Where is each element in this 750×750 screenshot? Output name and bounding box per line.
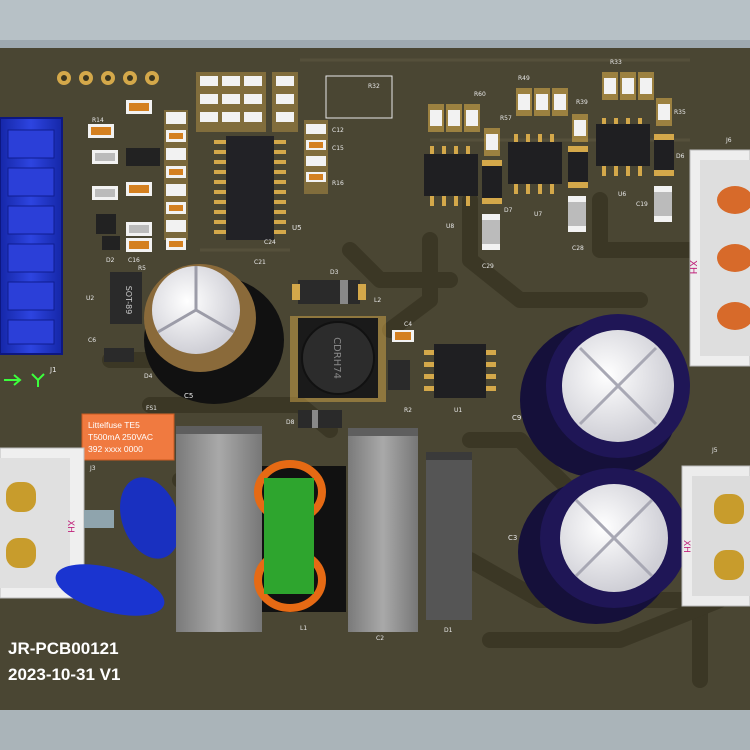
label-c6: C6 bbox=[88, 337, 96, 344]
label-c12: C12 bbox=[332, 127, 344, 134]
label-d6: D6 bbox=[676, 153, 685, 160]
regulator-u2: SOT-89 bbox=[110, 272, 142, 324]
label-c2: C2 bbox=[376, 635, 384, 642]
label-l1: L1 bbox=[300, 625, 307, 632]
label-c21: C21 bbox=[254, 259, 266, 266]
label-r14: R14 bbox=[92, 117, 104, 124]
x-capacitor-c2 bbox=[348, 428, 418, 632]
smd-resistor-array bbox=[196, 72, 298, 132]
silk-box-r32 bbox=[325, 75, 393, 119]
label-r49: R49 bbox=[518, 75, 530, 82]
regulator-marking: SOT-89 bbox=[124, 286, 133, 315]
fuse-line3: 392 xxxx 0000 bbox=[88, 444, 143, 454]
smd-column-r bbox=[164, 110, 188, 250]
label-c3: C3 bbox=[508, 534, 517, 542]
label-d7: D7 bbox=[504, 207, 513, 214]
label-c9: C9 bbox=[512, 414, 521, 422]
inductor-marking: CDRH74 bbox=[331, 337, 342, 379]
ic-u1 bbox=[424, 344, 496, 398]
inductor-l2: CDRH74 bbox=[290, 316, 386, 402]
fuse-fs1: Littelfuse TE5 T500mA 250VAC 392 xxxx 00… bbox=[81, 413, 175, 461]
connector-j5: XH bbox=[681, 465, 750, 607]
label-u1: U1 bbox=[454, 407, 462, 414]
ic-u7 bbox=[508, 134, 562, 194]
label-d4: D4 bbox=[144, 373, 153, 380]
label-c29: C29 bbox=[482, 263, 494, 270]
pin-one-arrow-icon bbox=[4, 373, 45, 387]
ic-u5 bbox=[214, 136, 286, 240]
label-r57: R57 bbox=[500, 115, 512, 122]
bridge-rectifier-d1 bbox=[426, 452, 472, 620]
ic-u6 bbox=[596, 118, 650, 176]
board-id-label: JR-PCB00121 bbox=[8, 639, 119, 658]
fuse-line1: Littelfuse TE5 bbox=[88, 420, 140, 430]
electrolytic-cap-c5 bbox=[144, 264, 284, 404]
smd-top-right bbox=[428, 72, 672, 156]
svg-text:XH: XH bbox=[681, 540, 691, 553]
label-c19: C19 bbox=[636, 201, 648, 208]
label-d8: D8 bbox=[286, 419, 295, 426]
label-r2: R2 bbox=[404, 407, 412, 414]
label-j5: J5 bbox=[711, 447, 718, 454]
connector-j1 bbox=[0, 117, 63, 355]
label-j1: J1 bbox=[49, 366, 57, 374]
label-c24: C24 bbox=[264, 239, 276, 246]
label-d2: D2 bbox=[106, 257, 115, 264]
diode-d3 bbox=[292, 280, 366, 304]
label-u7: U7 bbox=[534, 211, 542, 218]
common-mode-choke-left bbox=[176, 426, 262, 632]
diode-small bbox=[104, 348, 134, 362]
label-r35: R35 bbox=[674, 109, 686, 116]
resistor-r2 bbox=[388, 360, 410, 390]
connector-j6: XH bbox=[687, 149, 750, 367]
smd-column-c bbox=[304, 120, 328, 194]
smd-cluster-left bbox=[88, 100, 160, 252]
label-r16: R16 bbox=[332, 180, 344, 187]
label-c15: C15 bbox=[332, 145, 344, 152]
label-j6: J6 bbox=[725, 137, 732, 144]
label-u5: U5 bbox=[292, 224, 302, 232]
svg-text:XH: XH bbox=[65, 520, 75, 533]
label-r60: R60 bbox=[474, 91, 486, 98]
label-d1: D1 bbox=[444, 627, 453, 634]
label-fs1: FS1 bbox=[146, 405, 157, 412]
header-pads bbox=[57, 71, 159, 85]
label-c4: C4 bbox=[404, 321, 412, 328]
label-r33: R33 bbox=[610, 59, 622, 66]
diode-d8 bbox=[298, 410, 342, 428]
label-u8: U8 bbox=[446, 223, 454, 230]
label-u6: U6 bbox=[618, 191, 626, 198]
ic-u8 bbox=[424, 146, 478, 206]
electrolytic-cap-c3 bbox=[518, 468, 688, 624]
smd-verticals bbox=[482, 134, 674, 250]
board-date-label: 2023-10-31 V1 bbox=[8, 665, 120, 684]
svg-text:XH: XH bbox=[687, 260, 698, 274]
label-c28: C28 bbox=[572, 245, 584, 252]
y-capacitors bbox=[55, 477, 180, 616]
fuse-line2: T500mA 250VAC bbox=[88, 432, 153, 442]
label-r32: R32 bbox=[368, 83, 380, 90]
label-u2: U2 bbox=[86, 295, 94, 302]
label-d3: D3 bbox=[330, 269, 339, 276]
label-l2: L2 bbox=[374, 297, 381, 304]
label-c16: C16 bbox=[128, 257, 140, 264]
inductor-l1 bbox=[254, 460, 346, 612]
label-j3: J3 bbox=[89, 465, 96, 472]
label-r5: R5 bbox=[138, 265, 146, 272]
label-r39: R39 bbox=[576, 99, 588, 106]
electrolytic-cap-c9 bbox=[520, 314, 690, 478]
label-c5: C5 bbox=[184, 392, 193, 400]
